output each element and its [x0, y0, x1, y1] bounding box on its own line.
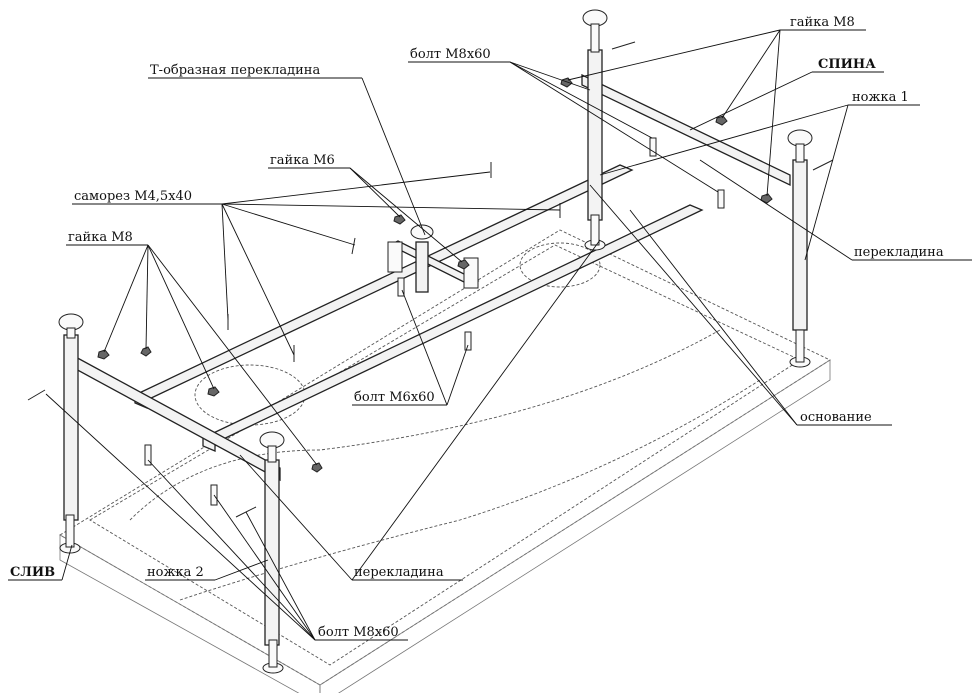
bathtub-outline [59, 229, 831, 693]
leg-back-right [787, 129, 813, 368]
label-nut-m8-top: гайка М8 [790, 15, 855, 30]
leg-left-front [58, 313, 84, 554]
label-bolt-m8x60-bottom: болт М8x60 [318, 625, 399, 640]
label-back: СПИНА [818, 57, 876, 72]
label-nut-m8-left: гайка М8 [68, 230, 133, 245]
leg-center-front [259, 431, 285, 674]
labels: Т-образная перекладина болт М8x60 гайка … [10, 15, 944, 640]
leg-middle [410, 224, 434, 293]
label-t-crossbar: Т-образная перекладина [150, 63, 320, 78]
label-crossbar-right: перекладина [854, 245, 944, 260]
label-crossbar-bottom: перекладина [354, 565, 444, 580]
leader-lines [8, 29, 972, 641]
label-screw: саморез М4,5x40 [74, 189, 192, 204]
label-bolt-m8x60-top: болт М8x60 [410, 47, 491, 62]
label-nut-m6: гайка М6 [270, 153, 335, 168]
label-leg-2: ножка 2 [147, 565, 204, 580]
frame-base [133, 164, 704, 452]
label-leg-1: ножка 1 [852, 90, 909, 105]
leg-back-left [582, 9, 608, 251]
label-drain: СЛИВ [10, 565, 55, 580]
crossbar-back [581, 73, 791, 187]
label-bolt-m6x60: болт М6x60 [354, 390, 435, 405]
fasteners [27, 41, 834, 518]
label-base: основание [800, 410, 872, 425]
